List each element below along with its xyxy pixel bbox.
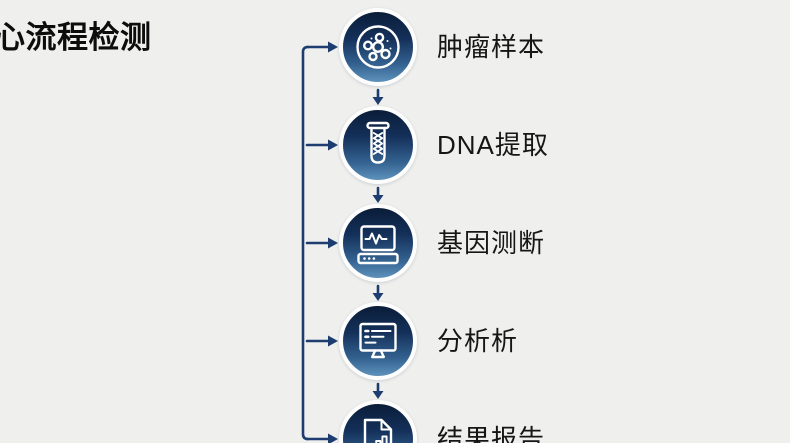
step-label: 结果报告 <box>437 424 546 443</box>
step-circle <box>339 106 417 184</box>
step-label: 分析析 <box>437 326 519 356</box>
step-label: DNA提取 <box>437 130 549 160</box>
page-title: 心流程检测 <box>0 20 152 55</box>
step-circle <box>339 8 417 86</box>
step-label: 肿瘤样本 <box>437 32 546 62</box>
monitor-list-icon <box>359 322 397 359</box>
step-circle <box>339 302 417 380</box>
report-document-icon <box>363 418 393 443</box>
step-label: 基因测断 <box>437 228 546 258</box>
step-circle <box>339 204 417 282</box>
petri-dish-icon <box>356 25 400 69</box>
test-tube-dna-icon <box>366 121 390 164</box>
sequencer-icon <box>357 225 399 265</box>
